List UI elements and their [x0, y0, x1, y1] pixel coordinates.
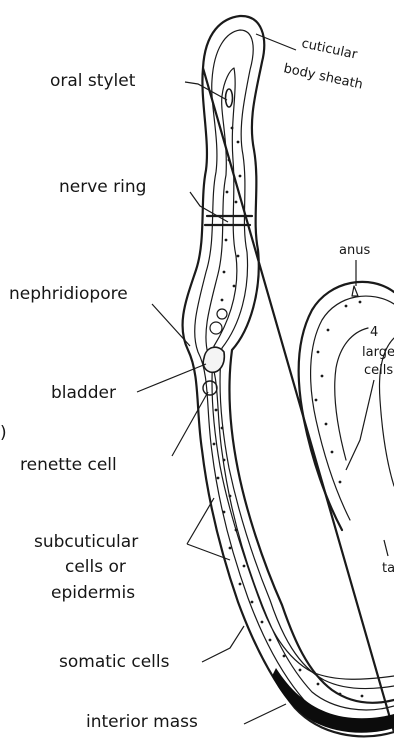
- four-large-cells-leader: [346, 380, 374, 470]
- panel-fragment-label: ): [0, 423, 7, 443]
- tail-fragment-label: ta: [382, 561, 394, 576]
- subcuticular-label-1: subcuticular: [34, 532, 138, 552]
- oral-stylet-leader: [185, 82, 227, 100]
- bladder-shape: [203, 347, 224, 372]
- cell-dots: [213, 127, 364, 698]
- tail-dots: [315, 301, 362, 484]
- tail-loop: [299, 282, 394, 530]
- cuticular-body-sheath-label-1: cuticular: [300, 36, 359, 63]
- nerve-ring-label: nerve ring: [59, 177, 146, 197]
- subcuticular-leader-1: [187, 498, 214, 544]
- oral-stylet-label: oral stylet: [50, 71, 136, 91]
- four-large-cells-label-1: 4: [370, 325, 378, 340]
- anus-opening: [352, 286, 358, 296]
- nucleus-2: [217, 309, 227, 319]
- interior-mass-leader: [244, 704, 286, 724]
- cuticular-body-sheath-leader: [256, 34, 296, 50]
- interior-mass-label: interior mass: [86, 712, 198, 732]
- bladder-label: bladder: [51, 383, 116, 403]
- cuticular-body-sheath-label-2: body sheath: [282, 61, 364, 92]
- tail-loop-inner-3: [380, 338, 394, 486]
- renette-cell-shape: [203, 381, 217, 395]
- tail-fragment-leader: [384, 540, 388, 556]
- anus-label: anus: [339, 243, 370, 258]
- somatic-cells-leader: [202, 626, 244, 662]
- subcuticular-label-2: cells or: [65, 557, 126, 577]
- subcuticular-label-3: epidermis: [51, 583, 135, 603]
- somatic-cells-label: somatic cells: [59, 652, 170, 672]
- worm-body: [183, 16, 394, 736]
- oral-stylet-shape: [226, 89, 233, 107]
- four-large-cells-label-2: large: [362, 345, 394, 360]
- renette-cell-label: renette cell: [20, 455, 117, 475]
- nucleus-1: [210, 322, 222, 334]
- nephridiopore-label: nephridiopore: [9, 284, 128, 304]
- four-large-cells-label-3: cells: [364, 363, 393, 378]
